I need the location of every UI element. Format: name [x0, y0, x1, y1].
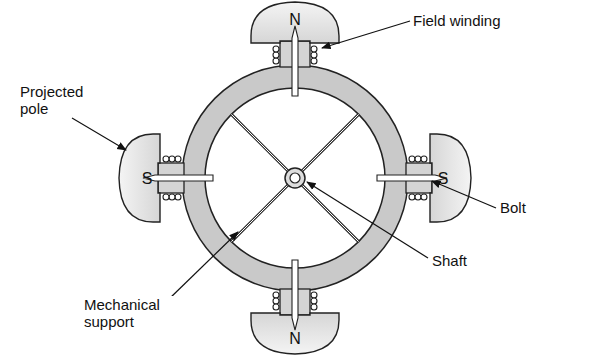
- part-label: Mechanical support: [84, 296, 179, 330]
- winding-turn: [273, 298, 279, 304]
- winding-turn: [169, 194, 175, 200]
- winding-turn: [409, 194, 415, 200]
- bolt: [143, 175, 213, 181]
- salient-pole: [377, 134, 471, 222]
- part-label: Shaft: [432, 252, 467, 269]
- winding-turn: [273, 46, 279, 52]
- pole-letter: S: [438, 170, 449, 187]
- winding-turn: [169, 156, 175, 162]
- winding-turn: [175, 194, 181, 200]
- winding-turn: [163, 156, 169, 162]
- winding-turn: [415, 194, 421, 200]
- bolt: [292, 260, 298, 330]
- part-label: Bolt: [500, 199, 526, 216]
- salient-pole: [119, 134, 213, 222]
- winding-turn: [421, 194, 427, 200]
- winding-turn: [311, 52, 317, 58]
- winding-turn: [409, 156, 415, 162]
- winding-turn: [273, 52, 279, 58]
- pole-letter: N: [289, 330, 301, 347]
- winding-turn: [273, 304, 279, 310]
- winding-turn: [415, 156, 421, 162]
- winding-turn: [175, 156, 181, 162]
- winding-turn: [311, 298, 317, 304]
- winding-turn: [311, 46, 317, 52]
- winding-turn: [273, 58, 279, 64]
- winding-turn: [421, 156, 427, 162]
- part-label: Field winding: [413, 12, 501, 29]
- part-label: Projected pole: [20, 83, 100, 117]
- salient-pole: [251, 260, 339, 354]
- bolt: [292, 26, 298, 96]
- winding-turn: [273, 292, 279, 298]
- winding-turn: [311, 304, 317, 310]
- winding-turn: [311, 292, 317, 298]
- winding-turn: [311, 58, 317, 64]
- bolt: [377, 175, 447, 181]
- salient-pole: [251, 2, 339, 96]
- pole-letter: N: [289, 11, 301, 28]
- winding-turn: [163, 194, 169, 200]
- pole-letter: S: [142, 170, 153, 187]
